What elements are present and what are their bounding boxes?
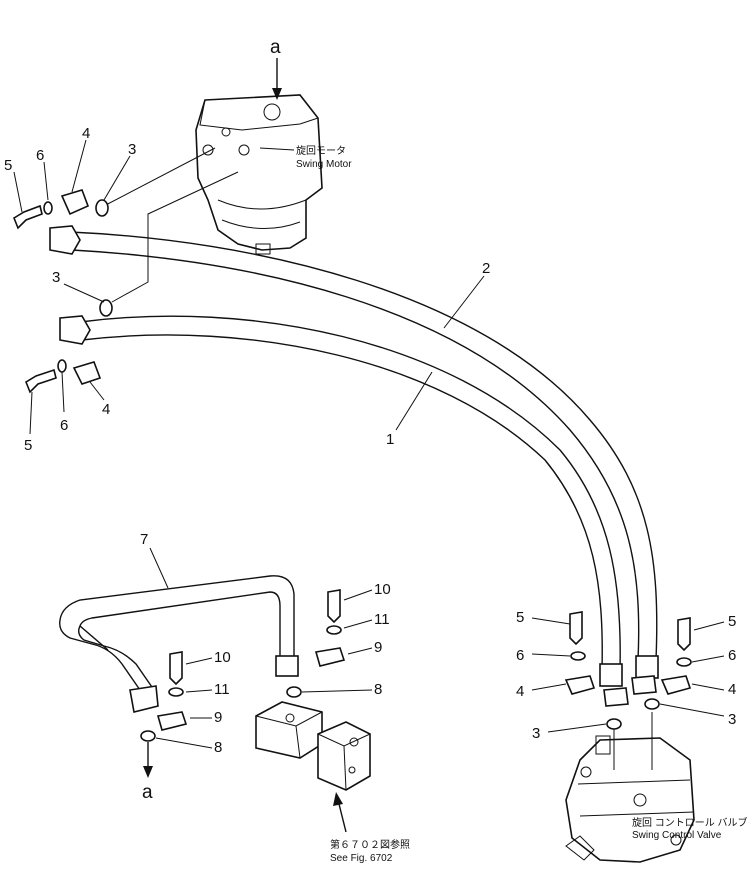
hose-2-right-fitting xyxy=(635,655,659,679)
callout-4-top-left: 4 xyxy=(82,125,90,142)
washer-6-mid-left xyxy=(57,359,67,373)
callout-8-middle: 8 xyxy=(374,681,382,698)
callout-11-middle: 11 xyxy=(374,611,390,628)
o-ring-3-right-right xyxy=(644,698,660,710)
split-flange-4-top-left xyxy=(60,189,90,216)
o-ring-8-left xyxy=(140,730,156,742)
callout-3-right-left: 3 xyxy=(532,725,540,742)
bolt-5-right-left xyxy=(569,611,583,646)
callout-3-top-left: 3 xyxy=(128,141,136,158)
hose-1-left-fitting xyxy=(59,315,91,345)
hose-2-left-fitting xyxy=(49,225,81,255)
fitting-set-top-left xyxy=(13,189,109,230)
callout-7: 7 xyxy=(140,531,148,548)
swing-motor-label-jp: 旋回モータ xyxy=(296,144,346,157)
block-valve xyxy=(255,701,371,791)
washer-6-right-right xyxy=(676,657,692,667)
split-flange-4-right-left xyxy=(564,675,596,695)
fitting-set-right-right xyxy=(631,617,692,710)
bolt-5-right-right xyxy=(677,617,691,652)
fitting-set-mid-left xyxy=(25,299,113,394)
callout-6-right-right: 6 xyxy=(728,647,736,664)
split-flange-9-middle xyxy=(314,647,346,667)
arrow-a-bottom: a xyxy=(142,742,153,803)
callout-8-left: 8 xyxy=(214,739,222,756)
o-ring-3-right-left xyxy=(606,718,622,730)
callout-5-mid-left: 5 xyxy=(24,437,32,454)
washer-6-top-left xyxy=(43,201,53,215)
fitting-set-bottom-left xyxy=(140,651,188,742)
bolt-10-left xyxy=(169,651,183,686)
arrow-a-top: a xyxy=(270,37,282,100)
callout-4-right-left: 4 xyxy=(516,683,524,700)
hose-1 xyxy=(79,315,621,671)
callout-4-right-right: 4 xyxy=(728,681,736,698)
callout-3-mid-left: 3 xyxy=(52,269,60,286)
o-ring-3-top-left xyxy=(95,199,109,217)
callout-2: 2 xyxy=(482,260,490,277)
split-flange-4-mid-left xyxy=(72,361,102,385)
callout-1: 1 xyxy=(386,431,394,448)
bolt-5-top-left xyxy=(13,204,43,230)
fitting-set-bottom-middle xyxy=(286,589,346,698)
callout-5-top-left: 5 xyxy=(4,157,12,174)
washer-11-left xyxy=(168,687,184,697)
tube-7 xyxy=(59,575,299,713)
callout-a-top: a xyxy=(270,37,281,58)
swing-valve-label-en: Swing Control Valve xyxy=(632,830,722,841)
o-ring-8-middle xyxy=(286,686,302,698)
split-flange-9-left xyxy=(156,711,188,731)
callout-11-left: 11 xyxy=(214,681,230,698)
swing-motor xyxy=(195,94,323,255)
o-ring-3-mid-left xyxy=(99,299,113,317)
hose-2 xyxy=(69,231,658,661)
see-fig-label-jp: 第６７０２図参照 xyxy=(330,838,410,851)
callout-10-left: 10 xyxy=(214,649,231,666)
callout-6-mid-left: 6 xyxy=(60,417,68,434)
callout-6-right-left: 6 xyxy=(516,647,524,664)
callout-a-bottom: a xyxy=(142,782,153,803)
bolt-5-mid-left xyxy=(25,368,57,394)
callout-6-top-left: 6 xyxy=(36,147,44,164)
hose-1-right-fitting xyxy=(599,663,623,687)
callout-9-left: 9 xyxy=(214,709,222,726)
washer-11-middle xyxy=(326,625,342,635)
callout-10-middle: 10 xyxy=(374,581,391,598)
split-flange-4-right-right xyxy=(660,675,692,695)
bolt-10-middle xyxy=(327,589,341,624)
washer-6-right-left xyxy=(570,651,586,661)
fitting-set-right-left xyxy=(564,611,629,730)
see-fig-label-en: See Fig. 6702 xyxy=(330,853,393,864)
swing-control-valve xyxy=(565,735,695,863)
callout-3-right-right: 3 xyxy=(728,711,736,728)
callout-4-mid-left: 4 xyxy=(102,401,110,418)
callout-9-middle: 9 xyxy=(374,639,382,656)
callout-5-right-left: 5 xyxy=(516,609,524,626)
swing-motor-label-en: Swing Motor xyxy=(296,159,352,170)
swing-valve-label-jp: 旋回 コントロール バルブ xyxy=(632,816,748,829)
callout-5-right-right: 5 xyxy=(728,613,736,630)
